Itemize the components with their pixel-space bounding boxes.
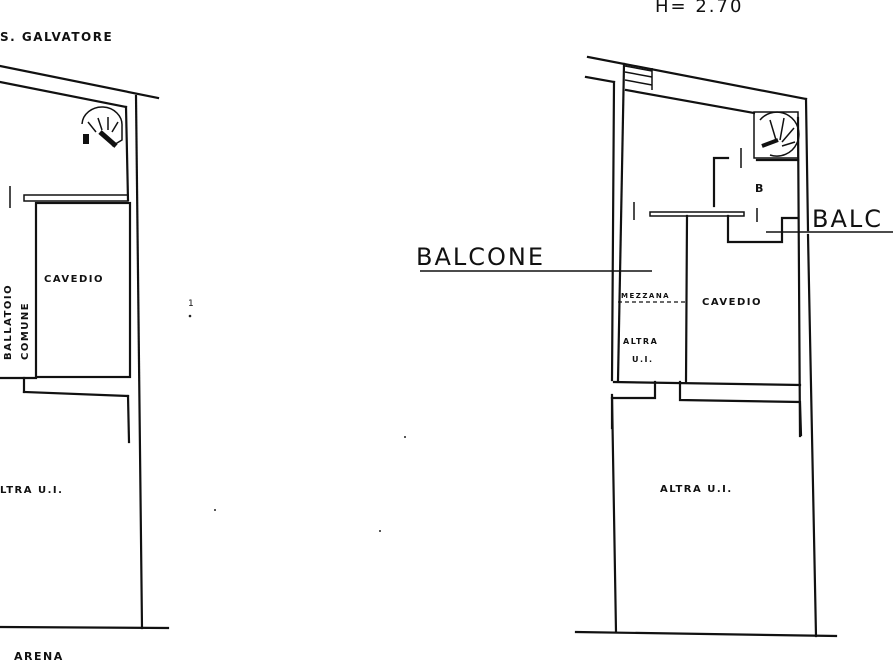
wall-segment bbox=[610, 80, 616, 382]
scan-speck bbox=[188, 314, 192, 318]
inner-wall-top bbox=[0, 80, 128, 109]
street-label-bottom: ARENA bbox=[14, 650, 64, 663]
cavedio-label: CAVEDIO bbox=[44, 274, 104, 285]
height-annotation: H= 2.70 bbox=[655, 0, 743, 17]
inner-wall-right bbox=[796, 116, 802, 438]
scan-speck bbox=[214, 509, 216, 511]
wall-segment bbox=[726, 214, 800, 244]
steps-icon bbox=[624, 65, 653, 90]
wall-segment bbox=[23, 194, 129, 202]
inner-wall-top bbox=[624, 88, 756, 115]
balcone-callout-right: BALC bbox=[812, 205, 883, 233]
scan-speck bbox=[379, 530, 381, 532]
outer-wall-left bbox=[616, 62, 626, 382]
wall-segment bbox=[649, 211, 745, 217]
spiral-stair-icon bbox=[81, 106, 123, 148]
wall-segment bbox=[684, 214, 689, 384]
spiral-stair-icon bbox=[753, 111, 800, 159]
scan-speck bbox=[404, 436, 406, 438]
left-floor-plan: S. GALVATORE CAVEDIO BALLATOIO COMUNE LT… bbox=[0, 30, 196, 663]
ballatoio-label: BALLATOIO bbox=[3, 284, 14, 360]
wall-segment bbox=[612, 380, 802, 387]
comune-label: COMUNE bbox=[20, 302, 31, 360]
outer-wall-right bbox=[804, 97, 810, 232]
altra-ui-small-label-2: U.I. bbox=[632, 355, 654, 364]
street-label-top: S. GALVATORE bbox=[0, 30, 113, 44]
stray-mark: 1 bbox=[188, 299, 196, 309]
mezzana-label: MEZZANA bbox=[621, 292, 670, 300]
inner-wall-right-upper bbox=[124, 105, 130, 202]
wall-segment bbox=[126, 394, 131, 444]
altra-ui-small-label: ALTRA bbox=[623, 337, 658, 346]
outer-wall-right-lower bbox=[806, 233, 818, 638]
wall-segment bbox=[584, 75, 616, 84]
altra-ui-label: LTRA U.I. bbox=[0, 485, 63, 496]
outer-wall-bottom bbox=[574, 630, 838, 638]
right-floor-plan: B CAVEDIO MEZZANA ALTRA U.I. ALTRA U.I. … bbox=[416, 55, 893, 638]
outer-wall-bottom bbox=[0, 625, 170, 630]
wall-segment bbox=[678, 380, 803, 437]
outer-wall-right bbox=[134, 94, 144, 630]
altra-ui-label: ALTRA U.I. bbox=[660, 484, 733, 495]
wall-segment bbox=[610, 380, 657, 400]
cavedio-room bbox=[34, 201, 132, 379]
outer-wall-top bbox=[586, 55, 808, 101]
wall-segment bbox=[712, 156, 730, 208]
outer-wall-left-lower bbox=[610, 393, 618, 634]
outer-wall-top bbox=[0, 64, 160, 100]
cavedio-label: CAVEDIO bbox=[702, 297, 762, 308]
balcone-callout-left: BALCONE bbox=[416, 243, 545, 271]
wall-segment bbox=[22, 390, 130, 398]
bath-label: B bbox=[755, 182, 765, 195]
